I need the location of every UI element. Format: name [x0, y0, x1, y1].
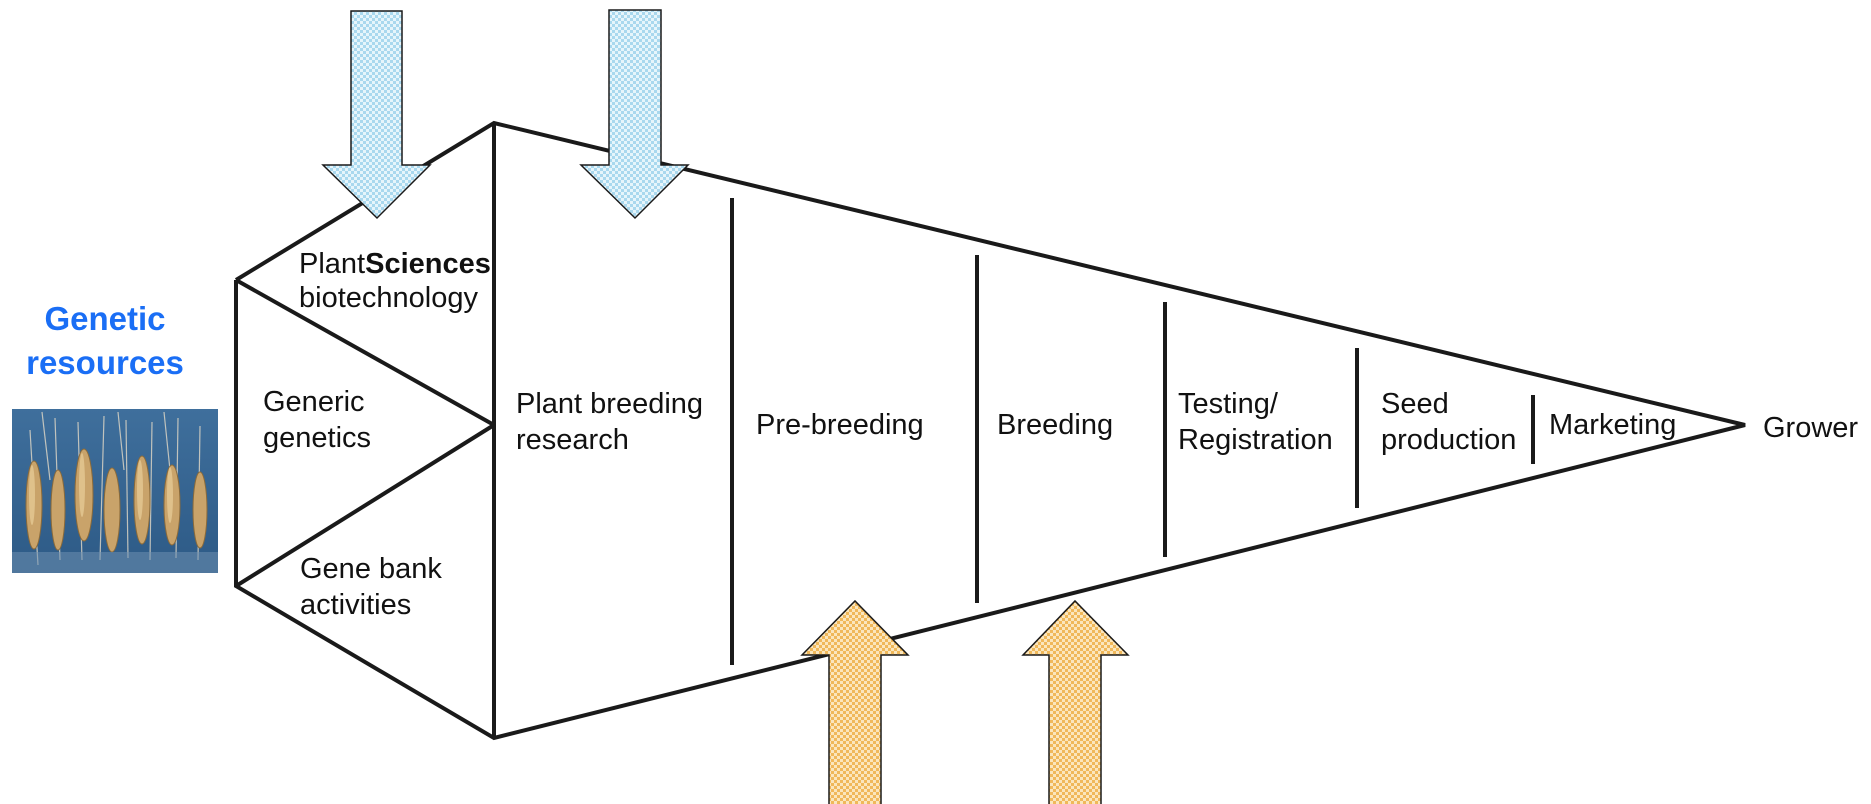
label-generic: Generic: [263, 386, 365, 418]
wheat-photo: [12, 409, 218, 573]
label-breeding: Breeding: [997, 409, 1114, 441]
label-plant-sciences: PlantSciences: [299, 246, 491, 282]
label-genetics: genetics: [263, 422, 372, 454]
heading-line-2: resources: [26, 344, 184, 381]
label-biotechnology: biotechnology: [299, 282, 478, 314]
down-arrow-right: [579, 9, 690, 220]
up-arrow-right: [1021, 599, 1130, 804]
label-production: production: [1381, 424, 1517, 456]
genetic-resources-heading: Genetic resources: [0, 297, 210, 385]
label-pre-breeding: Pre-breeding: [756, 409, 924, 441]
label-seed: Seed: [1381, 388, 1449, 420]
label-research: research: [516, 424, 629, 456]
label-sciences: Sciences: [365, 248, 491, 280]
heading-line-1: Genetic: [44, 300, 166, 337]
label-plant: Plant: [299, 248, 366, 280]
label-testing: Testing/: [1178, 388, 1278, 420]
label-registration: Registration: [1178, 424, 1333, 456]
up-arrow-left: [800, 599, 910, 804]
funnel-outline: [234, 120, 1746, 741]
label-plant-breeding: Plant breeding: [516, 388, 704, 420]
stage-dividers: [730, 198, 1535, 665]
label-activities: activities: [300, 589, 412, 621]
label-gene-bank: Gene bank: [300, 553, 442, 585]
down-arrow-left: [321, 10, 432, 220]
label-grower: Grower: [1763, 412, 1859, 444]
label-marketing: Marketing: [1549, 409, 1677, 441]
